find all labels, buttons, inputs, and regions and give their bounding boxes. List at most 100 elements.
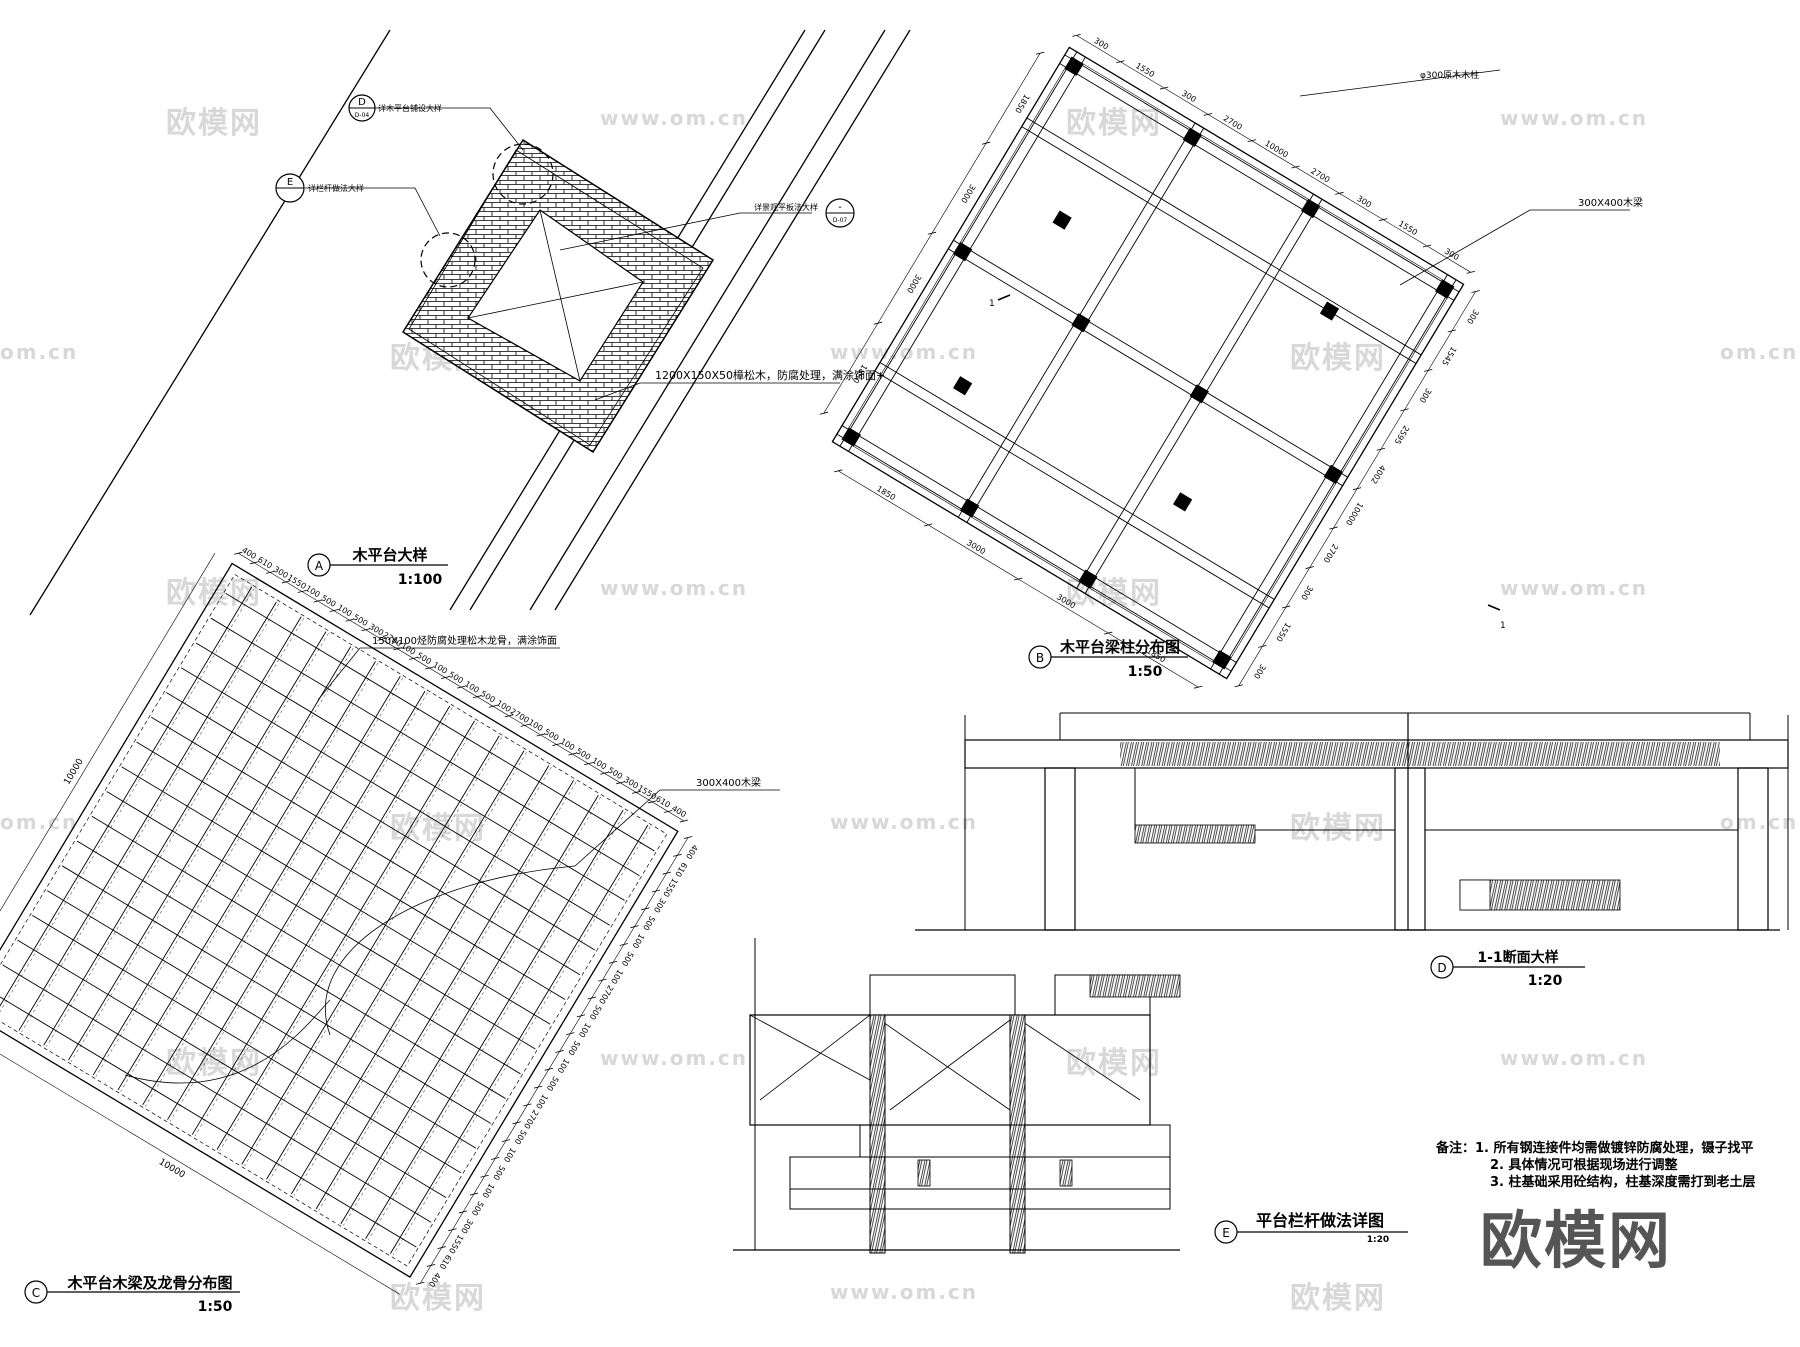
brace-line <box>879 1019 1011 1111</box>
dim-tick <box>409 657 418 660</box>
dim-tick <box>249 561 259 565</box>
dim-tick <box>673 853 682 857</box>
dim-text: 3000 <box>959 183 977 205</box>
beam <box>836 424 1237 672</box>
beam-note: 300X400木梁 <box>696 776 761 789</box>
footing <box>1319 301 1340 321</box>
post <box>1071 313 1091 333</box>
dim-tick <box>501 1139 511 1143</box>
view-b-beam-column-plan: 3001550300270010000270030015503003001545… <box>819 33 1643 689</box>
dim-tick <box>504 714 514 718</box>
dim-tick <box>437 1246 446 1249</box>
section-cut-mark <box>997 294 1011 301</box>
dim-text: 300 <box>1355 194 1373 210</box>
dim-text: 500 <box>574 746 592 762</box>
site-edge-line <box>554 29 911 611</box>
post <box>1301 198 1321 219</box>
dim-text: 100 <box>609 968 625 986</box>
dim-text: 500 <box>606 765 624 781</box>
overall-dim-line <box>0 1026 400 1295</box>
joist <box>106 791 536 1050</box>
watermark-url: www.om.cn <box>1500 106 1649 130</box>
dim-text: 1550 <box>447 1233 465 1255</box>
beam-hidden-line <box>268 752 527 1181</box>
dim-tick <box>345 618 354 622</box>
footing <box>1173 492 1193 512</box>
joist-grid <box>0 586 655 1256</box>
beam <box>789 1156 1171 1190</box>
dim-tick <box>491 1157 500 1160</box>
post <box>1435 279 1455 299</box>
view-e-title-block: E 平台栏杆做法详图 1:20 <box>1214 1211 1408 1245</box>
dim-text: 100 <box>463 679 481 695</box>
dim-tick <box>584 762 593 766</box>
dim-text: 2700 <box>597 983 615 1005</box>
callout-d: D D-04 详木平台铺设大样 <box>348 94 442 122</box>
view-title: 木平台大样 <box>351 546 427 564</box>
beam-right <box>1424 767 1739 831</box>
dim-tick <box>1447 329 1457 333</box>
beam-hidden-line <box>368 811 626 1241</box>
dim-tick <box>1281 605 1291 609</box>
dim-tick <box>641 907 650 911</box>
dim-line <box>420 837 689 1284</box>
dim-text: 10000 <box>1344 501 1365 527</box>
dim-text: 500 <box>470 1200 486 1218</box>
dim-tick <box>234 551 243 555</box>
view-label: E <box>1222 1226 1230 1240</box>
watermark-cn: 欧模网 <box>1290 1281 1386 1316</box>
joist <box>76 840 506 1099</box>
dim-tick <box>469 1192 479 1196</box>
dim-text: 1550 <box>661 876 679 898</box>
dim-text: 2595 <box>1393 424 1411 446</box>
dim-tick <box>1035 51 1045 55</box>
leader-line <box>317 647 361 701</box>
beam-left <box>1134 767 1396 831</box>
post <box>1064 56 1084 76</box>
joist-hatch <box>1134 824 1256 844</box>
leader-line <box>1399 209 1531 286</box>
leader-line <box>1299 69 1501 97</box>
dim-text: 300 <box>1299 584 1315 602</box>
deck-outline <box>831 46 1465 680</box>
site-edge-line <box>529 29 886 611</box>
dim-tick <box>1291 165 1300 169</box>
dim-text: 10000 <box>1263 139 1289 160</box>
watermark-url: www.om.cn <box>1500 1046 1649 1070</box>
dim-tick <box>472 695 482 699</box>
joist-note: 150X100烃防腐处理松木龙骨，满涂饰面 <box>372 634 557 647</box>
dim-tick <box>361 628 370 632</box>
overall-dim-text: 10000 <box>157 1157 187 1180</box>
joist <box>2 964 432 1223</box>
post-group <box>841 56 1455 670</box>
dim-text: 500 <box>320 593 338 609</box>
leader-curve <box>124 999 331 1084</box>
beam-hidden-line <box>0 588 255 1018</box>
dim-text: 500 <box>620 950 636 968</box>
beam-note: 300X400木梁 <box>1578 196 1643 209</box>
detail-callout-circle <box>492 143 554 205</box>
dim-text: 100 <box>534 1093 550 1111</box>
dim-tick <box>458 1210 468 1214</box>
dim-tick <box>873 321 883 325</box>
dim-tick <box>488 704 498 708</box>
view-title: 平台栏杆做法详图 <box>1256 1211 1384 1230</box>
dim-tick <box>265 570 275 574</box>
beam-hidden-line <box>392 826 651 1256</box>
dim-text: 4002 <box>1369 463 1387 485</box>
view-label: C <box>32 1286 40 1300</box>
dim-tick <box>568 752 577 756</box>
post <box>841 427 861 447</box>
dim-tick <box>552 743 561 746</box>
joist <box>32 914 462 1174</box>
watermark-url: www.om.cn <box>830 810 979 834</box>
beam <box>789 1188 1171 1210</box>
section-mark: 1 <box>989 299 995 309</box>
dim-tick <box>616 781 625 785</box>
joist <box>46 890 477 1149</box>
dim-text: 400 <box>240 546 258 562</box>
dim-tick <box>416 1281 425 1285</box>
general-notes: 备注：1. 所有钢连接件均需做镀锌防腐处理，镊子找平 2. 具体情况可根据现场进… <box>1436 1140 1796 1191</box>
opening-cross-line <box>539 209 581 382</box>
opening-cross-line <box>467 281 644 319</box>
